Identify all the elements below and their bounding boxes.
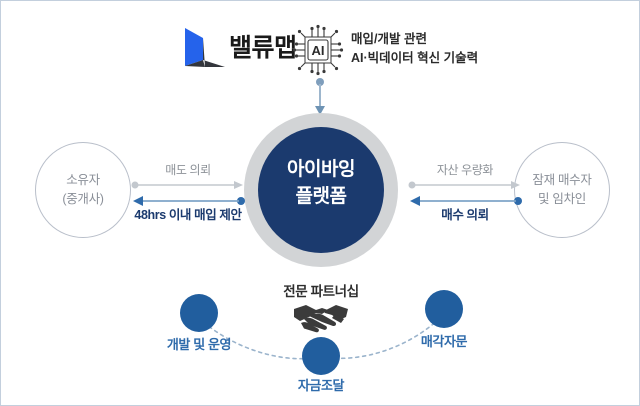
actor-owner-line-1: 소유자 (66, 173, 100, 187)
actor-buyer-circle: 잠재 매수자 및 임차인 (514, 142, 610, 238)
flow-left-arrows (131, 181, 245, 206)
flow-right-outbound-label: 자산 우량화 (436, 163, 494, 177)
flow-group-right: 자산 우량화 매수 의뢰 (407, 161, 523, 231)
partner-node-development (180, 294, 218, 332)
handshake-icon (292, 300, 350, 334)
actor-owner-line-2: (중개사) (62, 192, 104, 206)
valuemap-logo-mark (181, 26, 227, 70)
flow-group-left: 매도 의뢰 48hrs 이내 매입 제안 (130, 161, 246, 231)
flow-left-inbound-label: 48hrs 이내 매입 제안 (134, 208, 242, 222)
flow-left-outbound-label: 매도 의뢰 (165, 163, 211, 177)
ai-chip-label: AI (312, 43, 325, 58)
flow-right-arrows (408, 181, 522, 206)
actor-buyer-line-2: 및 임차인 (538, 192, 586, 206)
partner-node-funding (302, 337, 340, 375)
hub-label-line-1: 아이바잉 (287, 159, 355, 180)
flow-right-inbound-label: 매수 의뢰 (441, 208, 489, 222)
partnership-title: 전문 파트너십 (283, 284, 359, 299)
hub-core-circle (258, 127, 384, 253)
ai-chip-icon: AI (291, 23, 345, 77)
ai-to-hub-arrow (312, 77, 328, 117)
partner-node-advisory (425, 290, 463, 328)
actor-buyer-line-1: 잠재 매수자 (532, 173, 592, 187)
hub-label: 아이바잉 플랫폼 (258, 156, 384, 210)
ai-caption-line-1: 매입/개발 관련 (351, 32, 427, 46)
ai-capability-caption: 매입/개발 관련 AI·빅데이터 혁신 기술력 (351, 30, 478, 68)
ai-caption-line-2: AI·빅데이터 혁신 기술력 (351, 51, 479, 65)
actor-owner-circle: 소유자 (중개사) (35, 142, 131, 238)
partner-label-advisory: 매각자문 (420, 334, 468, 349)
partner-label-development: 개발 및 운영 (166, 337, 232, 352)
hub-label-line-2: 플랫폼 (295, 186, 347, 207)
partner-label-funding: 자금조달 (297, 378, 345, 393)
brand-wordmark: 밸류맵 (229, 34, 297, 62)
